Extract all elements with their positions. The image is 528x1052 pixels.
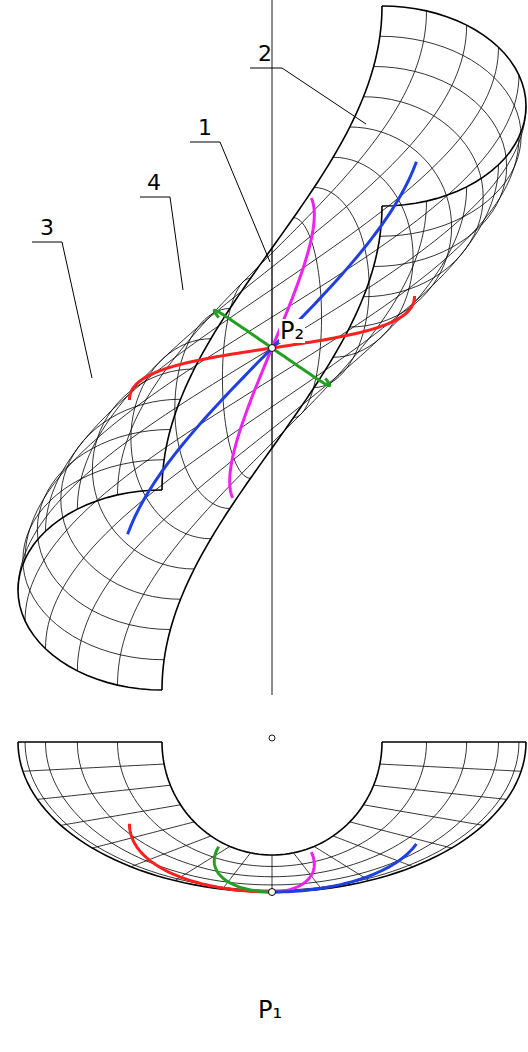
grid-line [25,742,519,890]
grid-line [92,822,194,848]
grid-line [363,97,483,297]
callout-number: 1 [198,117,212,139]
grid-line [175,308,230,508]
grid-line [382,741,526,743]
grid-line [131,339,211,539]
surface-curve [272,844,416,892]
surface-curve [272,852,314,892]
leader-line [250,68,366,124]
leader-line [32,242,92,378]
grid-line [61,805,181,826]
grid-line [18,742,526,892]
grid-line [350,822,452,848]
surface-curve [128,162,417,535]
point-label: P₁ [258,998,282,1022]
grid-line [162,742,382,855]
surface-curve [230,198,315,498]
grid-line [314,188,369,388]
point-label: P₂ [279,319,305,343]
grid-line [363,805,483,826]
leader-lines [32,68,366,378]
grid-line [272,855,273,892]
grid-line [380,764,521,771]
axis-point [269,735,275,741]
grid-line [314,846,369,880]
callout-number: 4 [147,172,161,194]
surface-curve [214,847,272,892]
grid-line [23,764,164,771]
point-marker [269,345,276,352]
grid-line [92,369,194,569]
surface-curves [128,162,417,892]
grid-line [333,157,413,357]
grid-line [382,6,526,206]
surface-curve [129,824,272,892]
callout-number: 2 [258,43,272,65]
grid-line [46,742,499,885]
grid-line [293,218,321,418]
surface-curve [214,310,330,385]
grid-line [77,742,466,877]
surface-curve [129,296,414,400]
leader-line [140,197,183,290]
point-marker [269,889,276,896]
grid-line [18,490,162,690]
grid-line [18,741,162,743]
grid-line [118,742,427,866]
callout-number: 3 [40,217,54,239]
grid-line [222,278,250,478]
leader-line [190,142,270,262]
grid-line [61,399,181,599]
